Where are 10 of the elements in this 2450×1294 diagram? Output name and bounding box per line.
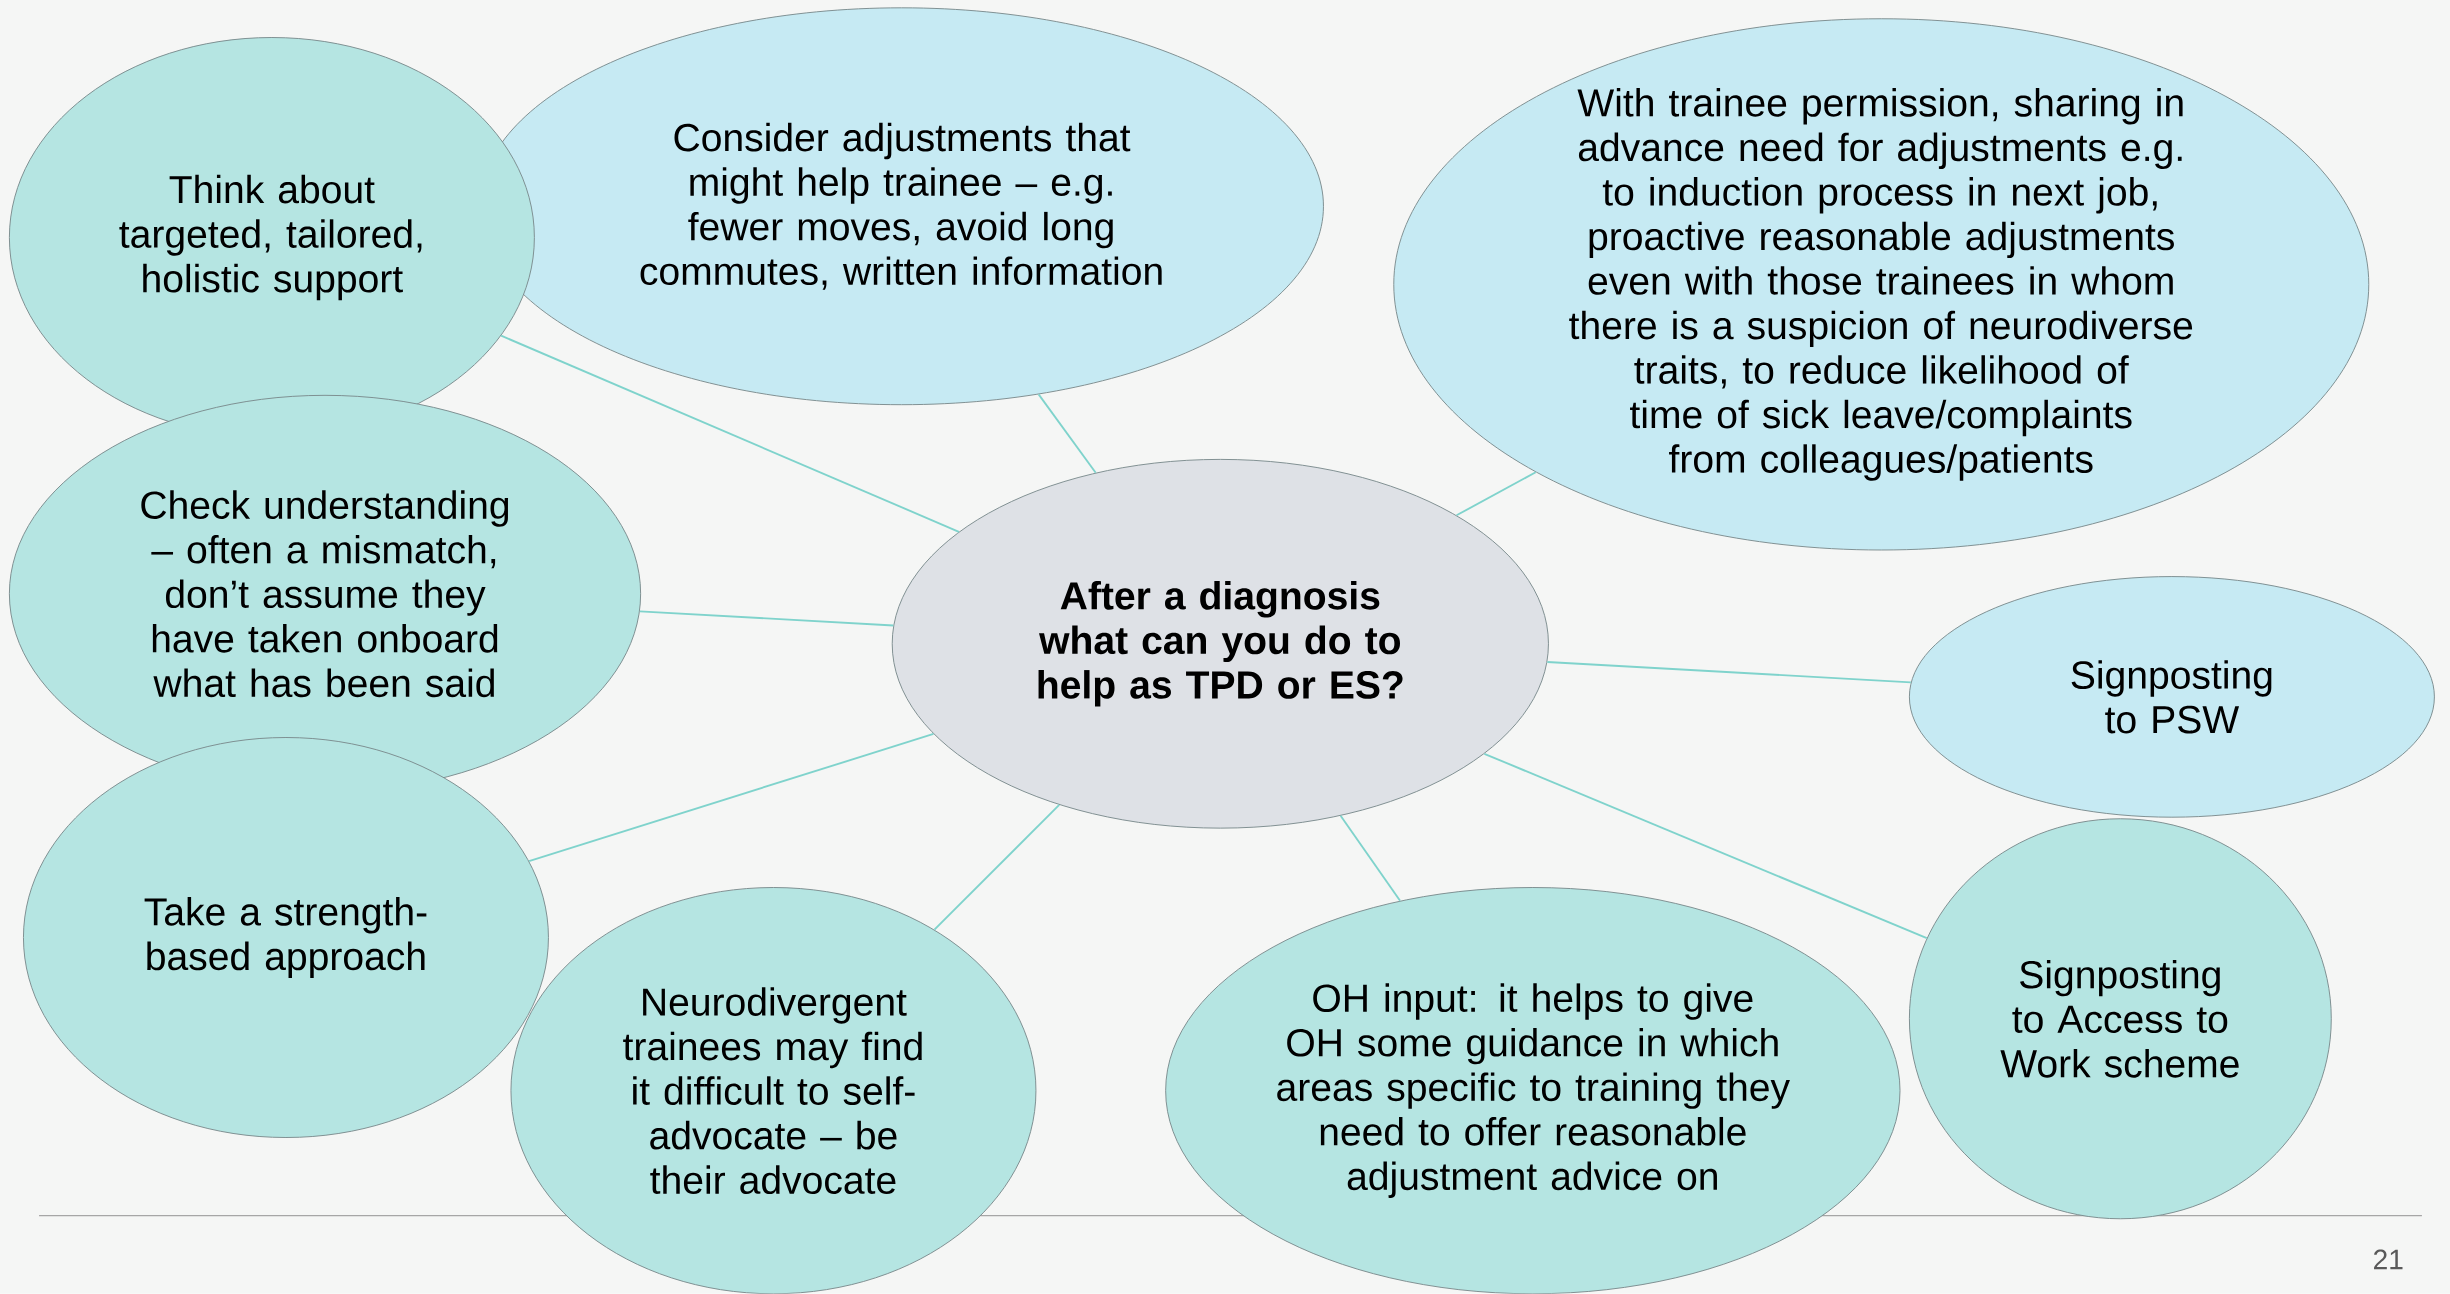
connector-line — [1339, 814, 1401, 902]
connector-line — [1037, 393, 1097, 474]
connector-line — [1455, 471, 1537, 517]
connector-line — [500, 334, 960, 533]
connector-line — [528, 733, 935, 863]
connector-line — [1483, 752, 1928, 940]
connector-line — [1546, 661, 1912, 684]
connector-line — [933, 804, 1061, 931]
page-number: 21 — [2374, 1249, 2403, 1270]
connector-line — [638, 610, 895, 627]
